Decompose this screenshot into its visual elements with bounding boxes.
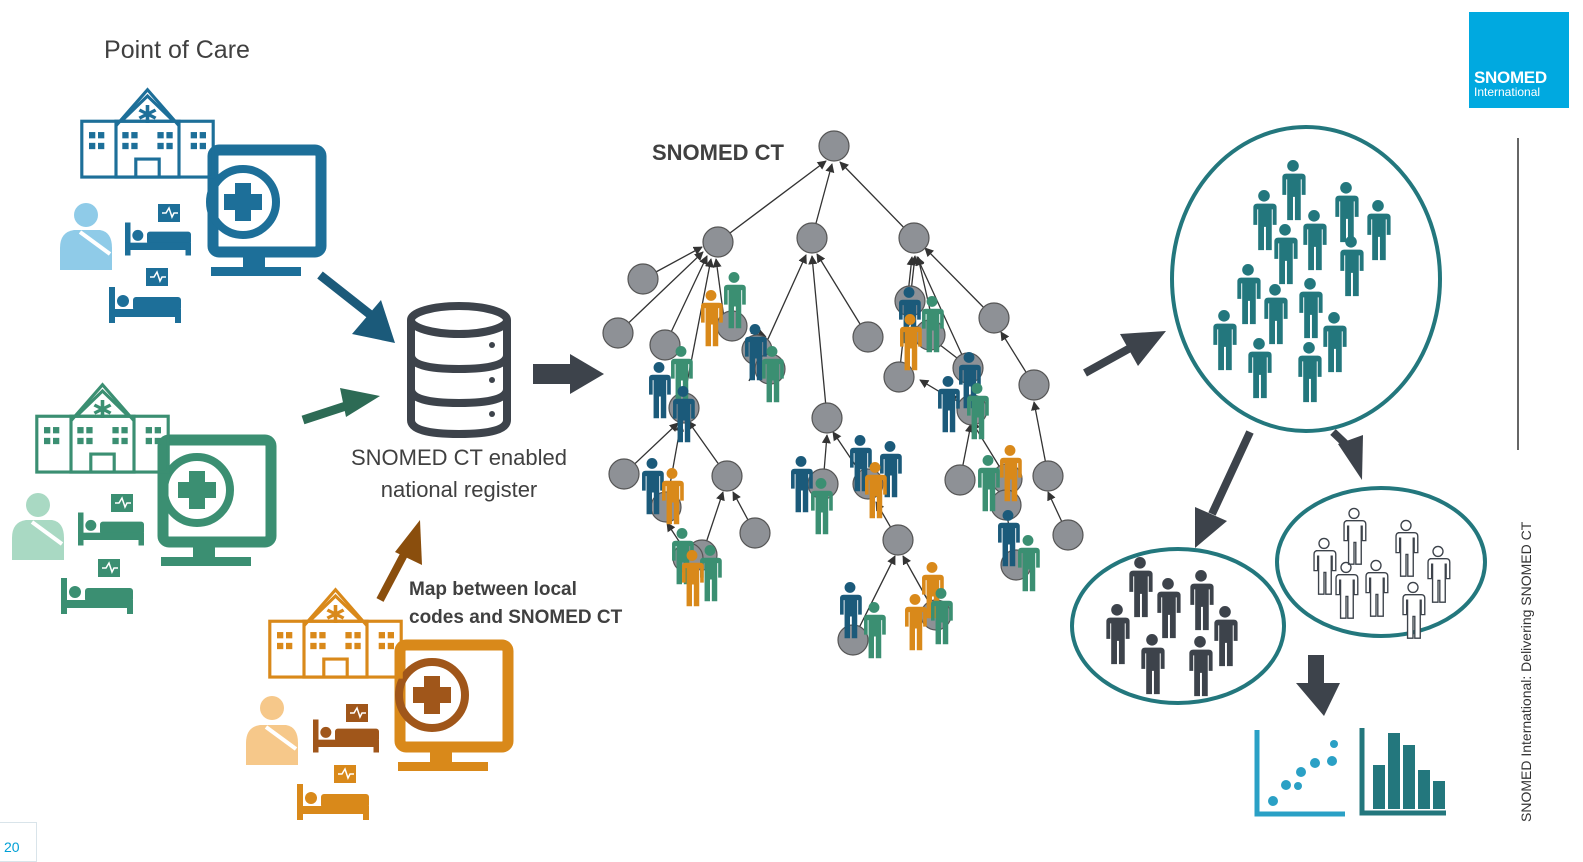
subgroup-to-analytics-arrow bbox=[1296, 655, 1340, 716]
care-site-green bbox=[12, 383, 277, 614]
concept-node bbox=[739, 517, 771, 549]
concept-node bbox=[898, 222, 930, 254]
concept-node bbox=[852, 321, 884, 353]
patients-on-hierarchy bbox=[642, 272, 1040, 659]
concept-node bbox=[1032, 460, 1064, 492]
hierarchy-nodes bbox=[602, 130, 1084, 656]
database-icon bbox=[407, 302, 511, 439]
medical-cross-icon bbox=[395, 658, 469, 732]
concept-node bbox=[627, 263, 659, 295]
concept-node bbox=[944, 464, 976, 496]
hierarchy-to-population-arrow bbox=[1083, 331, 1166, 377]
concept-node bbox=[1052, 519, 1084, 551]
root-node bbox=[818, 130, 850, 162]
concept-node bbox=[702, 226, 734, 258]
concept-node bbox=[811, 402, 843, 434]
register-to-hierarchy-arrow bbox=[533, 354, 604, 394]
subgroup-people-light bbox=[1313, 507, 1451, 639]
bed-icon bbox=[125, 222, 191, 256]
logo-sub-text: International bbox=[1474, 85, 1541, 99]
hospital-icon bbox=[35, 383, 170, 474]
bar-chart-icon bbox=[1359, 728, 1446, 816]
map-label-line1: Map between local bbox=[409, 579, 577, 600]
snomed-international-logo: SNOMED International bbox=[1469, 12, 1569, 108]
site-to-register-arrows bbox=[301, 271, 422, 602]
bed-icon bbox=[61, 578, 133, 614]
concept-node bbox=[1018, 369, 1050, 401]
patient-icon bbox=[26, 493, 50, 517]
population-split-arrows bbox=[1195, 429, 1363, 548]
care-site-blue bbox=[60, 88, 327, 323]
care-site-orange bbox=[246, 588, 514, 820]
hospital-icon bbox=[80, 88, 215, 179]
subgroup-circle-light bbox=[1275, 486, 1487, 638]
register-label-line1: SNOMED CT enabled bbox=[351, 445, 567, 470]
bed-icon bbox=[297, 784, 369, 820]
bed-icon bbox=[78, 512, 144, 546]
subgroup-people-dark bbox=[1106, 557, 1238, 697]
side-caption: SNOMED International: Delivering SNOMED … bbox=[1518, 521, 1534, 822]
concept-node bbox=[649, 329, 681, 361]
logo-main-text: SNOMED bbox=[1474, 68, 1547, 87]
map-label-line2: codes and SNOMED CT bbox=[409, 607, 623, 628]
concept-node bbox=[882, 524, 914, 556]
register-label-line2: national register bbox=[381, 477, 538, 502]
bed-icon bbox=[313, 719, 379, 753]
population-circle bbox=[1170, 125, 1442, 433]
concept-node bbox=[978, 302, 1010, 334]
concept-node bbox=[711, 460, 743, 492]
page-number: 20 bbox=[0, 822, 37, 862]
population-people bbox=[1213, 160, 1391, 403]
medical-cross-icon bbox=[160, 453, 234, 527]
patient-icon bbox=[260, 696, 284, 720]
concept-node bbox=[602, 317, 634, 349]
scatter-chart-icon bbox=[1254, 730, 1345, 817]
hospital-icon bbox=[268, 588, 403, 679]
medical-cross-icon bbox=[206, 165, 280, 239]
subgroup-circle-dark bbox=[1070, 547, 1286, 705]
point-of-care-label: Point of Care bbox=[104, 36, 250, 64]
bed-icon bbox=[109, 287, 181, 323]
patient-icon bbox=[74, 203, 98, 227]
concept-node bbox=[608, 458, 640, 490]
snomed-ct-label: SNOMED CT bbox=[652, 140, 785, 165]
concept-node bbox=[796, 222, 828, 254]
